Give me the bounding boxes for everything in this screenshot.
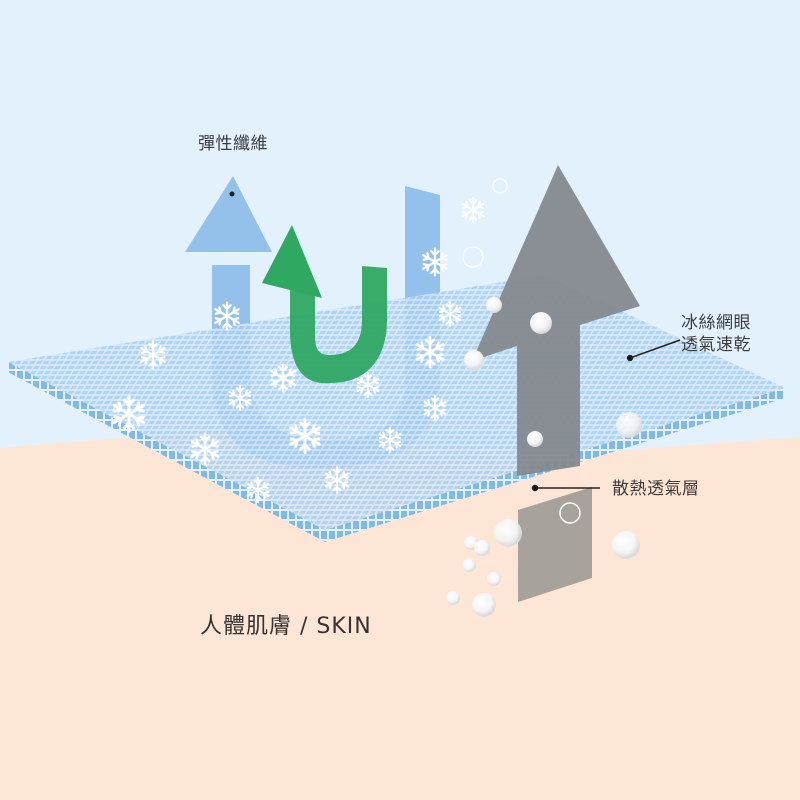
label-heat-layer: 散熱透氣層 bbox=[612, 479, 700, 499]
bubble-icon-group bbox=[446, 178, 642, 617]
heat-panel bbox=[518, 487, 592, 602]
leader-lines bbox=[531, 339, 681, 492]
gray-heat-arrow-icon bbox=[472, 165, 640, 476]
green-return-arrow-icon bbox=[262, 225, 387, 384]
skin-surface bbox=[0, 428, 800, 800]
label-ice-mesh-line1: 冰絲網眼 bbox=[681, 313, 751, 333]
label-elastic-fiber: 彈性纖維 bbox=[198, 134, 268, 154]
label-ice-mesh-line2: 透氣速乾 bbox=[681, 335, 751, 355]
label-skin: 人體肌膚 / SKIN bbox=[200, 614, 372, 639]
label-ice-mesh: 冰絲網眼 透氣速乾 bbox=[681, 312, 771, 356]
